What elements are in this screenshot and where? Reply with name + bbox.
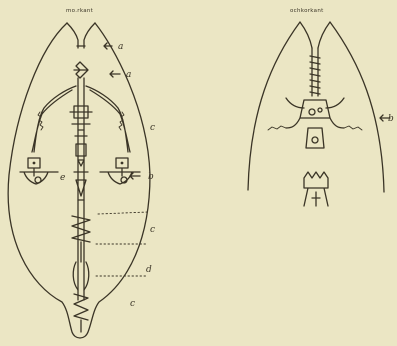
left-label-c-2: c — [150, 225, 155, 235]
right-label-b: b — [388, 114, 394, 124]
left-central-body-d — [73, 262, 89, 290]
left-lateral-branch-right — [86, 86, 130, 152]
left-lateral-organ-right — [100, 158, 140, 184]
right-figure-header: ochkorkant — [290, 8, 324, 14]
left-label-a-1: a — [118, 42, 123, 52]
right-figure: ochkorkant b — [248, 8, 394, 206]
right-lower-structure — [304, 172, 328, 206]
left-figure: mo.rkant a a c b e c d c — [8, 8, 155, 338]
left-figure-header: mo.rkant — [66, 8, 94, 14]
left-lateral-branch-left — [32, 86, 76, 152]
left-zigzag-2 — [74, 294, 88, 332]
right-body-outline — [248, 22, 384, 192]
left-zigzag-1 — [72, 216, 90, 262]
right-central-chain — [310, 48, 320, 96]
left-central-structure-2 — [74, 144, 88, 200]
left-label-b: b — [148, 172, 154, 182]
left-central-structure-1 — [70, 106, 92, 136]
left-label-c-1: c — [150, 123, 155, 133]
right-organ-complex — [286, 98, 344, 148]
left-anterior-notch — [67, 23, 95, 48]
left-lateral-organ-left — [20, 158, 58, 184]
left-branch-texture — [38, 112, 124, 130]
left-label-c-3: c — [130, 299, 135, 309]
left-segment-a — [74, 62, 88, 86]
right-anterior-notch — [300, 22, 330, 48]
left-dotted-guides — [96, 212, 148, 276]
left-label-e: e — [60, 173, 65, 183]
left-label-d: d — [146, 265, 152, 275]
left-label-a-2: a — [126, 70, 131, 80]
